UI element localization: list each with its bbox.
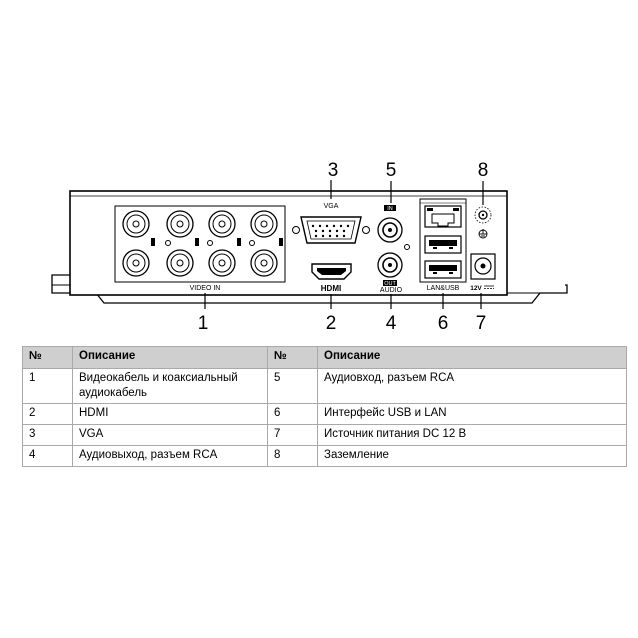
bnc-connector [166,249,194,277]
spec-table: № Описание № Описание 1 Видеокабель и ко… [22,346,627,467]
table-row: 4 Аудиовыход, разъем RCA 8 Заземление [22,445,627,467]
audio-ports: IN OUT AUDIO [377,205,410,294]
table-cell: 5 [267,368,318,404]
video-in-label: VIDEO IN [190,285,221,292]
power-port: 12V [470,253,496,292]
bnc-connector [166,210,194,238]
table-cell: Аудиовход, разъем RCA [317,368,627,404]
callout-2: 2 [326,313,337,334]
table-row: 2 HDMI 6 Интерфейс USB и LAN [22,403,627,425]
table-cell: HDMI [72,403,268,425]
callout-4: 4 [386,313,397,334]
header-number: № [267,346,318,369]
table-row: 1 Видеокабель и коаксиальный аудиокабель… [22,368,627,404]
header-number: № [22,346,73,369]
hdmi-port: HDMI [311,263,352,293]
table-cell: Видеокабель и коаксиальный аудиокабель [72,368,268,404]
bnc-connector [122,210,150,238]
table-cell: Источник питания DC 12 В [317,424,627,446]
table-cell: Заземление [317,445,627,467]
callout-6: 6 [438,313,449,334]
bnc-connector [250,249,278,277]
audio-in-badge: IN [387,206,393,212]
audio-out-badge: OUT [384,281,396,287]
table-row: 3 VGA 7 Источник питания DC 12 В [22,424,627,446]
table-cell: 1 [22,368,73,404]
table-cell: Аудиовыход, разъем RCA [72,445,268,467]
power-label: 12V [470,285,482,292]
callout-5: 5 [386,160,397,181]
channel-markers [151,238,283,246]
lan-usb-label: LAN&USB [427,285,460,292]
callout-1: 1 [198,313,209,334]
table-header-row: № Описание № Описание [22,346,627,369]
header-description: Описание [72,346,268,369]
vga-port-label: VGA [324,203,339,210]
bnc-connector [208,249,236,277]
lan-usb-group: LAN&USB [419,198,467,292]
vga-port: VGA [292,203,370,244]
callout-3: 3 [328,160,339,181]
table-cell: VGA [72,424,268,446]
lan-port [424,205,462,228]
usb-port [424,260,462,279]
bnc-connector [208,210,236,238]
bnc-connector [122,249,150,277]
table-cell: 6 [267,403,318,425]
table-cell: 7 [267,424,318,446]
ground-symbol-icon [478,229,488,239]
usb-port [424,235,462,254]
table-cell: Интерфейс USB и LAN [317,403,627,425]
video-in-group: VIDEO IN [114,205,286,292]
callout-7: 7 [476,313,487,334]
table-cell: 4 [22,445,73,467]
audio-label: AUDIO [380,287,403,294]
bnc-connector [250,210,278,238]
table-cell: 2 [22,403,73,425]
table-cell: 8 [267,445,318,467]
header-description: Описание [317,346,627,369]
ground-terminal [474,206,492,239]
callout-8: 8 [478,160,489,181]
table-cell: 3 [22,424,73,446]
hdmi-port-label: HDMI [321,284,341,293]
rear-panel-diagram: VIDEO IN VGA HDMI IN OUT AUDIO [51,160,568,334]
